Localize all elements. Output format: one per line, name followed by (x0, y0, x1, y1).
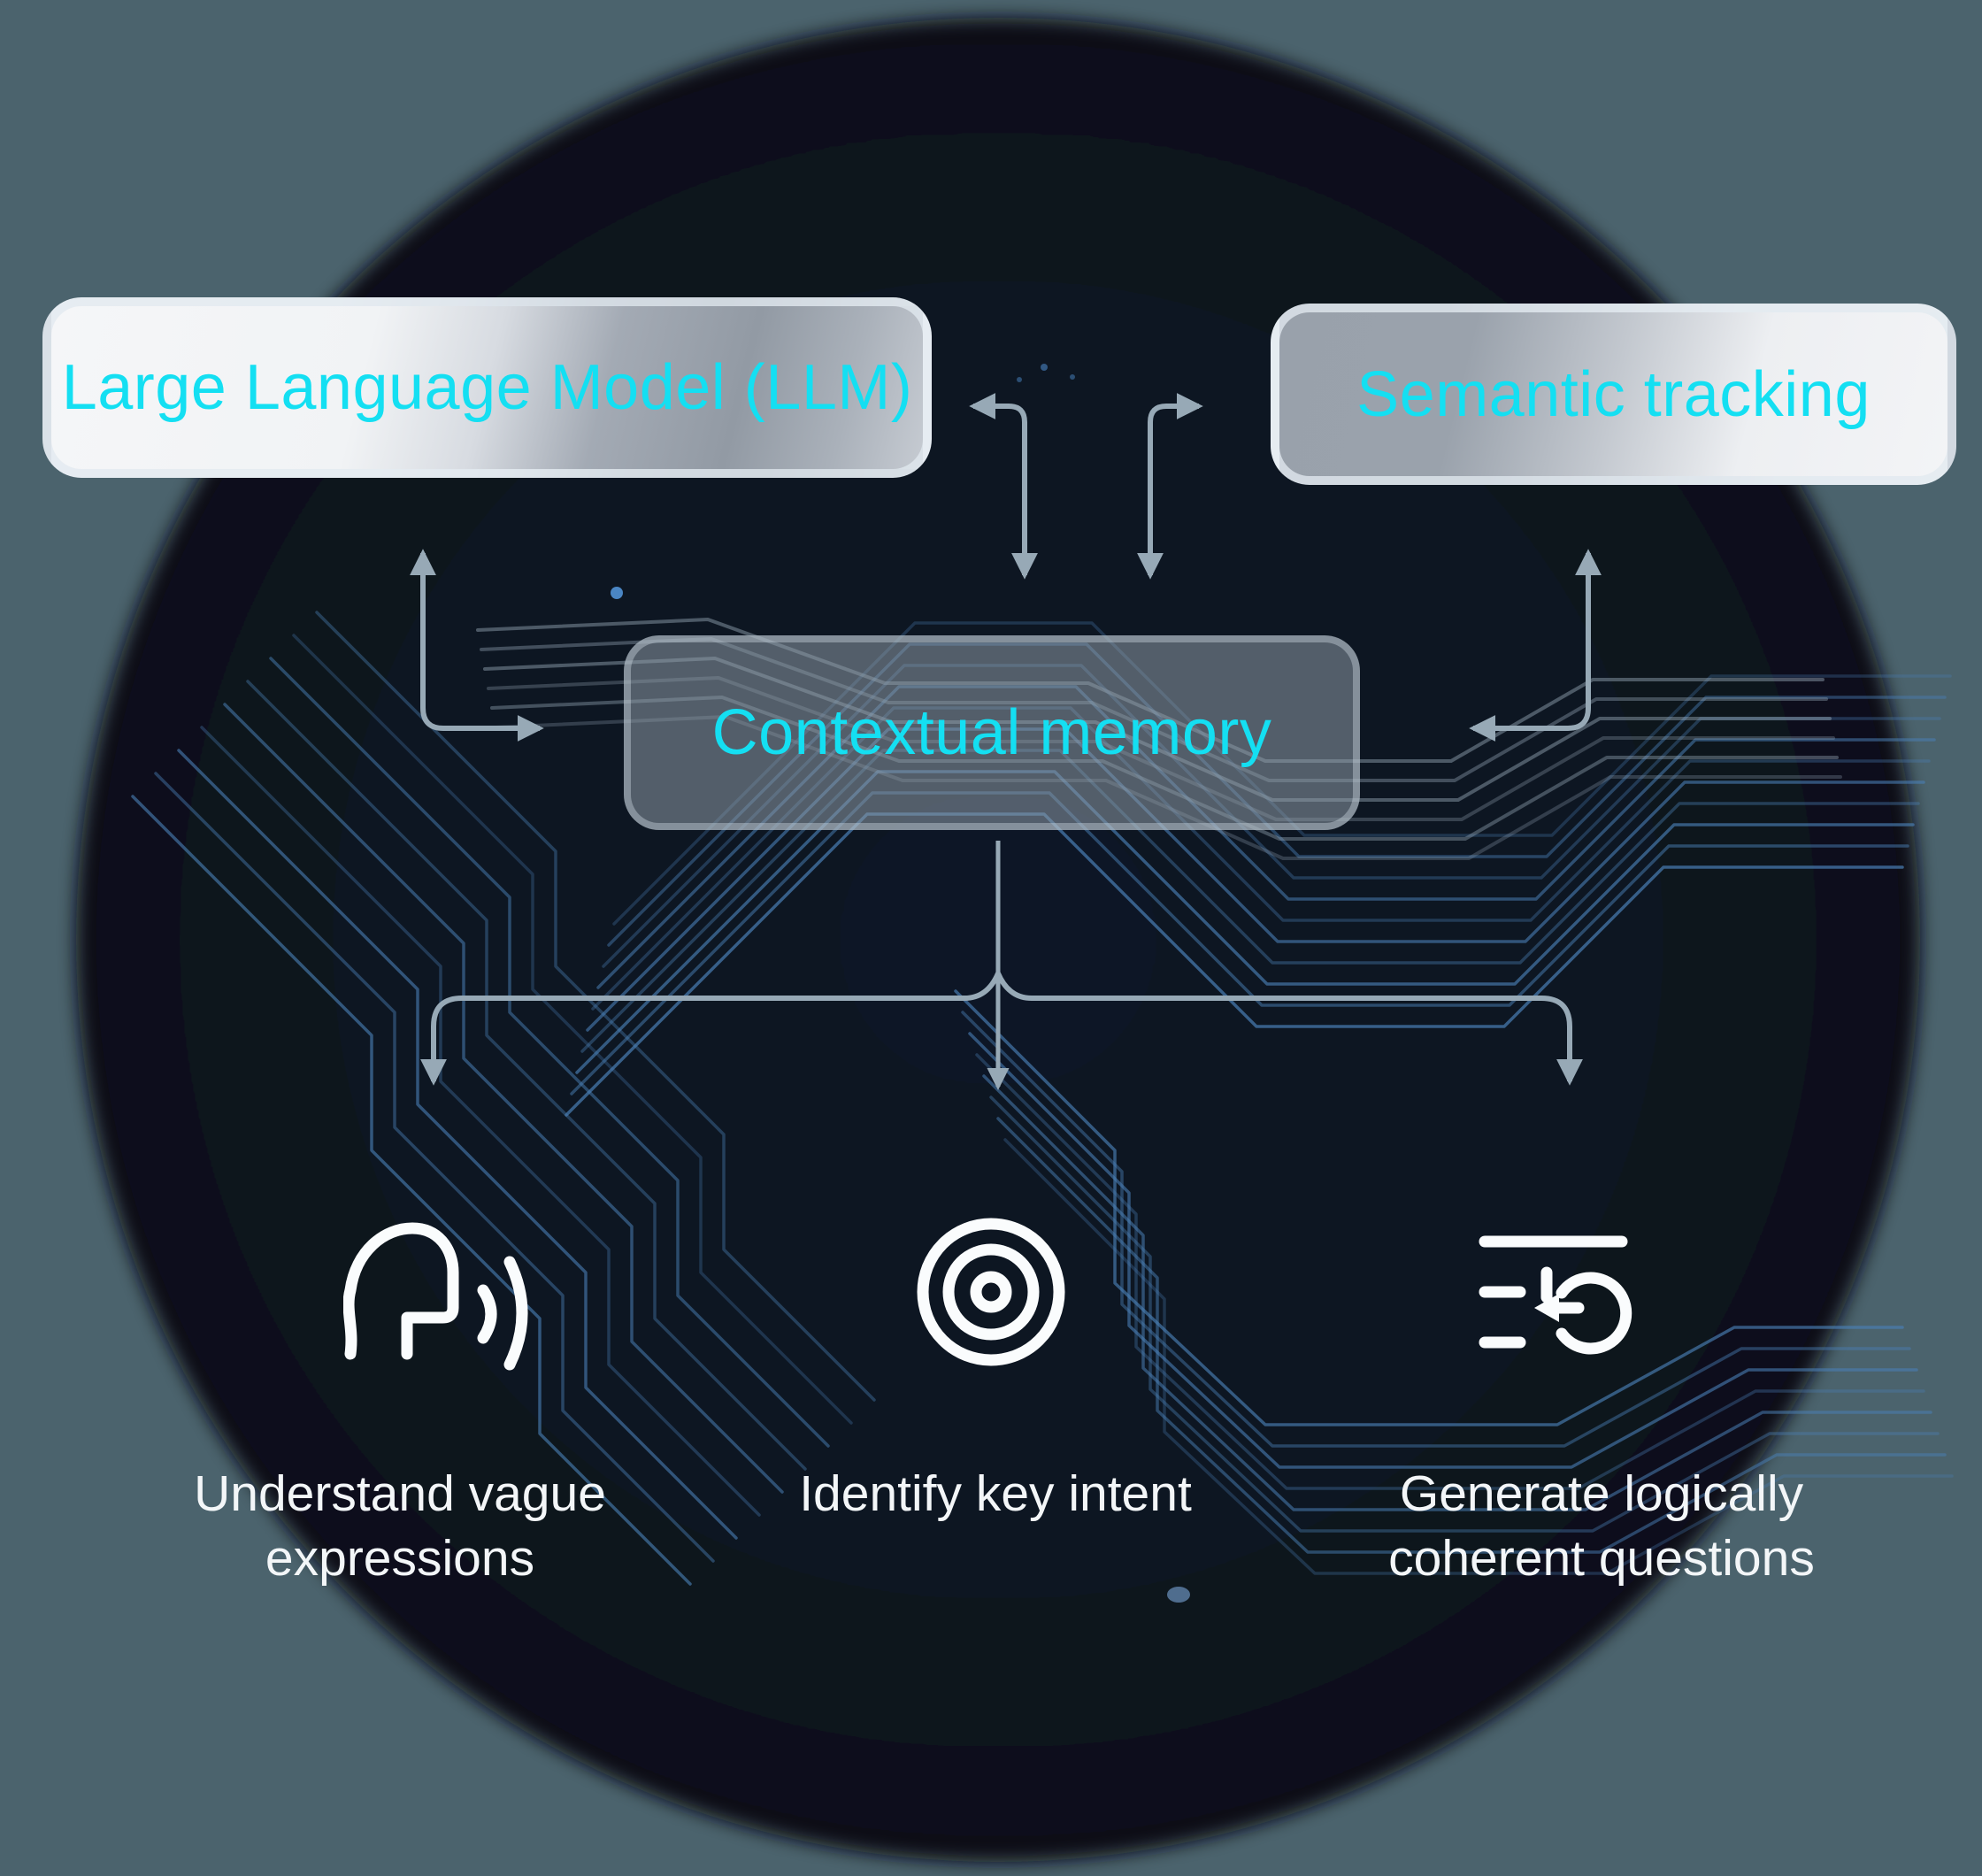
feature-label-understand-vague: Understand vague expressions (194, 1465, 606, 1587)
node-contextual-memory-label: Contextual memory (711, 697, 1272, 768)
node-llm-label: Large Language Model (LLM) (61, 352, 913, 423)
feature-label-identify-intent: Identify key intent (799, 1465, 1192, 1522)
feature-label-generate-questions: Generate logically coherent questions (1388, 1465, 1815, 1587)
node-llm: Large Language Model (LLM) (42, 297, 932, 478)
node-semantic-tracking: Semantic tracking (1271, 304, 1956, 485)
arrow-fork-three-way (420, 966, 1583, 1086)
arrow-llm-memory-top (969, 393, 1038, 580)
arrow-semantic-memory-right (1469, 549, 1602, 742)
arrow-llm-memory-left (410, 549, 544, 742)
target-icon (917, 1218, 1065, 1366)
node-semantic-tracking-label: Semantic tracking (1356, 358, 1871, 430)
speaking-head-icon (343, 1222, 528, 1371)
node-contextual-memory: Contextual memory (624, 635, 1360, 830)
undo-history-icon (1479, 1235, 1632, 1355)
decorative-dots (611, 364, 1190, 1603)
arrow-semantic-memory-top (1137, 393, 1203, 580)
